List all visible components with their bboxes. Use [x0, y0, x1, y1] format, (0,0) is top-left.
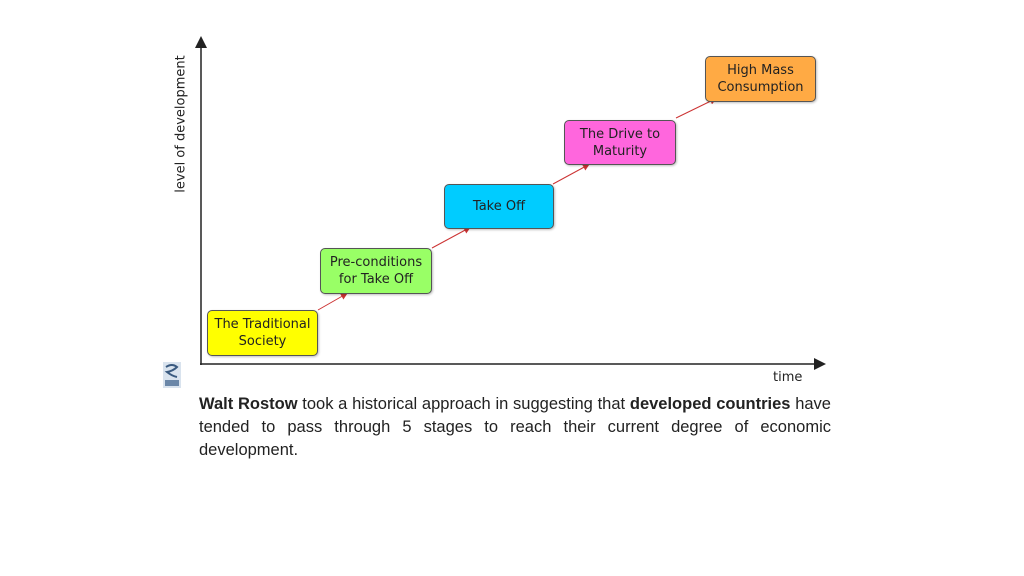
y-axis-label: level of development [173, 55, 189, 193]
stage-preconditions-take-off: Pre-conditions for Take Off [320, 248, 432, 294]
logo-icon [163, 362, 181, 388]
stage-traditional-society: The Traditional Society [207, 310, 318, 356]
x-axis-label: time [773, 370, 803, 385]
caption-strong-developed: developed countries [629, 395, 791, 413]
progression-arrow-2 [431, 227, 471, 249]
caption-text: Walt Rostow took a historical approach i… [199, 393, 831, 462]
progression-arrow-4 [675, 98, 717, 119]
stage-drive-to-maturity: The Drive to Maturity [564, 120, 676, 165]
stage-take-off: Take Off [444, 184, 554, 229]
caption-text-part1: took a historical approach in suggesting… [297, 395, 630, 413]
progression-arrow-1 [317, 293, 348, 311]
stage-high-mass-consumption: High Mass Consumption [705, 56, 816, 102]
caption-text-part2: have tended to pass through 5 stages to … [199, 395, 831, 459]
progression-arrow-3 [552, 164, 590, 185]
caption-strong-rostow: Walt Rostow [199, 395, 298, 413]
